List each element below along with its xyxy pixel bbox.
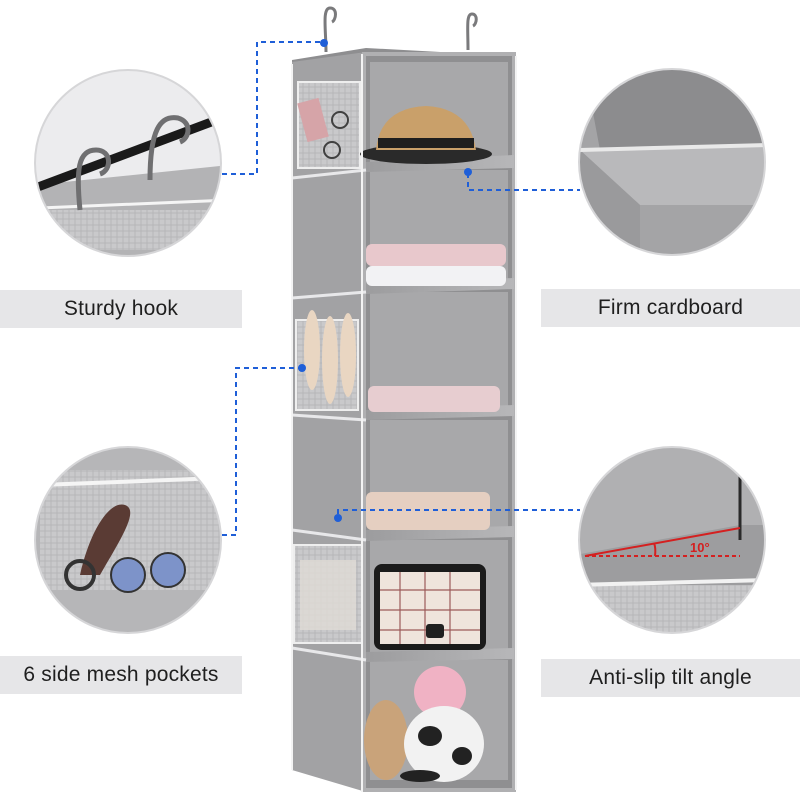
firm-cardboard-label: Firm cardboard [541,289,800,327]
mesh-callout-dot [298,364,306,372]
tilt-callout-dot [334,514,342,522]
pocket-flip-flops [304,310,356,404]
tilt-angle-label: 10° [690,540,710,555]
tilt-angle-feature-label: Anti-slip tilt angle [541,659,800,697]
cardboard-detail-circle [579,69,765,255]
pocket-sunglasses [323,111,349,159]
left-hanger-hook [323,6,337,53]
mesh-pocket-detail-circle [35,447,221,633]
hook-callout-dot [320,39,328,47]
straw-hat [360,106,492,164]
folded-pink-cloth [368,386,500,412]
mesh-pockets-label: 6 side mesh pockets [0,656,242,694]
hanging-organizer [291,6,517,792]
folded-towels [366,244,506,286]
right-hanger-hook [466,12,478,51]
plush-toys [364,666,484,782]
callout-lines [222,41,580,536]
plaid-handbag [374,564,486,650]
cardboard-callout-dot [464,168,472,176]
hook-detail-circle [35,70,221,256]
sturdy-hook-label: Sturdy hook [0,290,242,328]
